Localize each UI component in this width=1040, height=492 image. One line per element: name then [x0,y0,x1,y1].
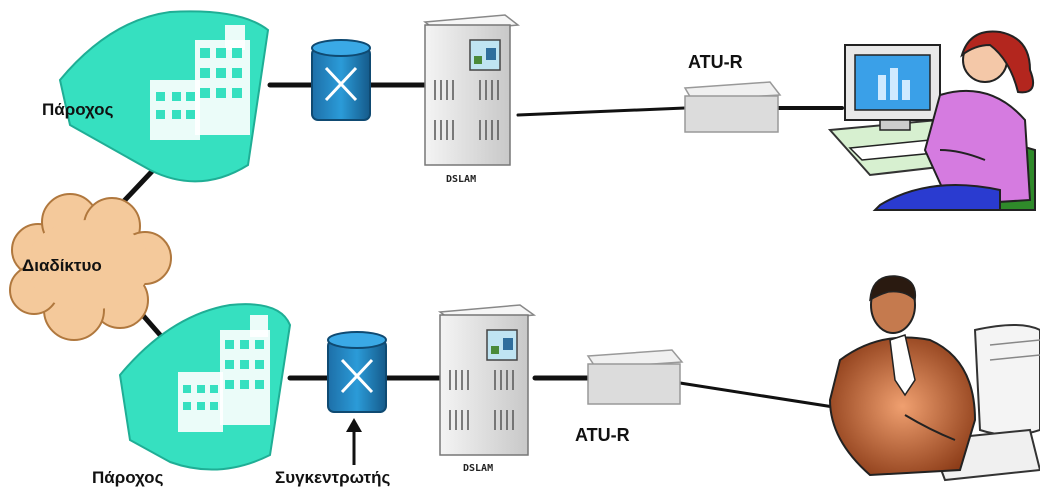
building-icon [118,303,292,471]
user-top [827,30,1036,211]
dslam-icon [437,304,537,456]
atur-top: ATU-R [683,52,782,133]
link-dslam-atur-top [516,106,687,117]
dslam-bottom-label: DSLAM [463,463,493,474]
provider-bottom-label: Πάροχος [92,468,164,487]
concentrator-label: Συγκεντρωτής [275,468,391,487]
atur-bottom-label: ATU-R [575,425,630,445]
building-icon [58,10,270,183]
user-computer-icon [827,30,1036,211]
dslam-top-label: DSLAM [446,174,476,185]
provider-top-label: Πάροχος [42,100,114,119]
concentrator-arrow [346,418,362,465]
atur-top-label: ATU-R [688,52,743,72]
user-computer-icon [828,275,1040,482]
dslam-top: DSLAM [423,14,520,185]
internet-label: Διαδίκτυο [22,256,102,275]
modem-icon [683,81,782,133]
router-icon [311,39,371,121]
cloud-icon [9,193,172,341]
dslam-bottom: DSLAM [437,304,537,474]
link-atur-user-bottom [678,381,842,410]
provider-building-top: Πάροχος [42,10,270,183]
modem-icon [586,349,684,405]
internet-cloud: Διαδίκτυο [9,193,172,341]
provider-building-bottom: Πάροχος [92,303,292,487]
dslam-icon [423,14,520,166]
atur-bottom: ATU-R [575,349,684,445]
router-bottom: Συγκεντρωτής [275,331,391,487]
router-top [311,39,371,121]
router-icon [327,331,387,413]
user-bottom [828,275,1040,482]
